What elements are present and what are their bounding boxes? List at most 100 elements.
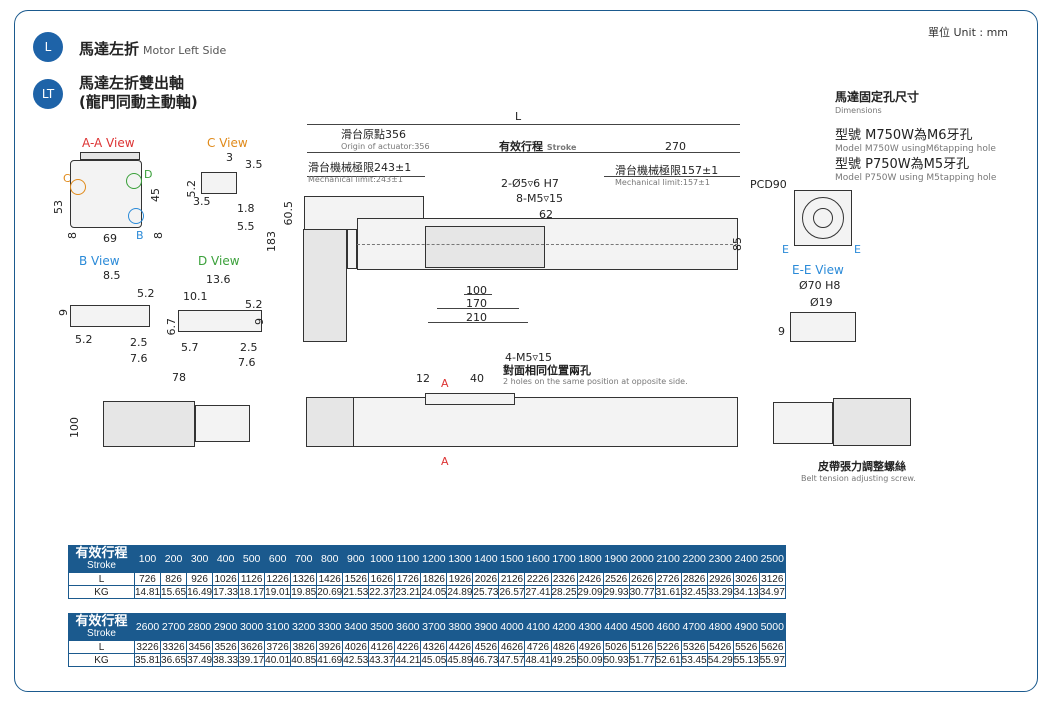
table-cell: 46.73 xyxy=(472,653,500,667)
stroke-value-cell: 2800 xyxy=(186,613,214,641)
bottom-holes: 4-M5▿15 xyxy=(505,351,552,364)
stroke-value-cell: 1700 xyxy=(550,545,578,573)
ee-view-dim-9: 9 xyxy=(778,325,785,338)
section-badge-l: L xyxy=(33,32,63,62)
table-cell: 41.69 xyxy=(316,653,344,667)
table-cell: 4026 xyxy=(342,640,370,654)
table-cell: 926 xyxy=(186,572,214,586)
stroke-value-cell: 2400 xyxy=(732,545,760,573)
table-cell: 2226 xyxy=(524,572,552,586)
ee-view-dim-19: Ø19 xyxy=(810,296,833,309)
c-view-dim-5-5: 5.5 xyxy=(237,220,255,233)
d-view-dim-5-2: 5.2 xyxy=(245,298,263,311)
table-cell: 2026 xyxy=(472,572,500,586)
table-cell: 50.93 xyxy=(602,653,630,667)
table-cell: 43.37 xyxy=(368,653,396,667)
bottom-left-motor xyxy=(103,401,195,447)
stroke-value-cell: 1200 xyxy=(420,545,448,573)
stroke-value-cell: 600 xyxy=(264,545,292,573)
table-cell: 45.89 xyxy=(446,653,474,667)
table-cell: 25.73 xyxy=(472,585,500,599)
table-cell: 40.01 xyxy=(264,653,292,667)
table-cell: 826 xyxy=(160,572,188,586)
unit-label: 單位 Unit : mm xyxy=(928,26,1009,39)
stroke-value-cell: 400 xyxy=(212,545,240,573)
table-cell: 47.57 xyxy=(498,653,526,667)
slide-table xyxy=(425,226,545,268)
aa-view-dim-8a: 8 xyxy=(66,232,79,239)
table-cell: 54.29 xyxy=(706,653,734,667)
belt-label: 皮帶張力調整螺絲 xyxy=(818,460,906,473)
table-cell: 2126 xyxy=(498,572,526,586)
c-view-dim-3-5a: 3.5 xyxy=(245,158,263,171)
stroke-value-cell: 3900 xyxy=(472,613,500,641)
table-cell: 3026 xyxy=(732,572,760,586)
table-cell: 3126 xyxy=(758,572,786,586)
table-cell: 4926 xyxy=(576,640,604,654)
table-cell: 42.53 xyxy=(342,653,370,667)
d-view-dim-13-6: 13.6 xyxy=(206,273,231,286)
table-cell: 1126 xyxy=(238,572,266,586)
table-cell: 44.21 xyxy=(394,653,422,667)
table-cell: 26.57 xyxy=(498,585,526,599)
stroke-value-cell: 5000 xyxy=(758,613,786,641)
stroke-value-cell: 500 xyxy=(238,545,266,573)
b-view-dim-9: 9 xyxy=(57,309,70,316)
table-cell: 2926 xyxy=(706,572,734,586)
stroke-value-cell: 1600 xyxy=(524,545,552,573)
table-cell: 55.97 xyxy=(758,653,786,667)
section-badge-lt: LT xyxy=(33,79,63,109)
bottom-dim-78: 78 xyxy=(172,371,186,384)
stroke-value-cell: 700 xyxy=(290,545,318,573)
table-cell: 5226 xyxy=(654,640,682,654)
table-cell: 1326 xyxy=(290,572,318,586)
table-cell: 5526 xyxy=(732,640,760,654)
aa-view-dim-69: 69 xyxy=(103,232,117,245)
main-dim-85: 85 xyxy=(731,237,744,251)
table-cell: 19.85 xyxy=(290,585,318,599)
table-cell: 27.41 xyxy=(524,585,552,599)
table-cell: 19.01 xyxy=(264,585,292,599)
main-dim-60-5: 60.5 xyxy=(282,201,295,226)
aa-view-mark-d: D xyxy=(144,168,153,181)
table-cell: 1526 xyxy=(342,572,370,586)
table-cell: 16.49 xyxy=(186,585,214,599)
stroke-header-en: Stroke xyxy=(87,560,116,571)
table-cell: 45.05 xyxy=(420,653,448,667)
b-view-slot xyxy=(70,305,150,327)
d-view-slot xyxy=(178,310,262,332)
stroke-value-cell: 3200 xyxy=(290,613,318,641)
c-view-dim-1-8: 1.8 xyxy=(237,202,255,215)
stroke-value-cell: 2600 xyxy=(133,613,162,641)
d-view-dim-10-1: 10.1 xyxy=(183,290,208,303)
stroke-value-cell: 3100 xyxy=(264,613,292,641)
table-cell: 28.25 xyxy=(550,585,578,599)
main-origin: 滑台原點356 xyxy=(341,128,406,141)
b-view-dim-5-2a: 5.2 xyxy=(137,287,155,300)
table-cell: 15.65 xyxy=(160,585,188,599)
bottom-mark-a-bottom: A xyxy=(441,455,449,468)
table-cell: 4626 xyxy=(498,640,526,654)
d-view-dim-2-5: 2.5 xyxy=(240,341,258,354)
b-view-dim-5-2b: 5.2 xyxy=(75,333,93,346)
main-dim-210: 210 xyxy=(466,311,487,324)
stroke-value-cell: 1400 xyxy=(472,545,500,573)
table-cell: 4526 xyxy=(472,640,500,654)
stroke-value-cell: 2100 xyxy=(654,545,682,573)
table-cell: 1026 xyxy=(212,572,240,586)
aa-view-top-cap xyxy=(80,152,140,160)
table-cell: 40.85 xyxy=(290,653,318,667)
section-title-lt-line1: 馬達左折雙出軸 xyxy=(79,74,185,92)
stroke-value-cell: 4600 xyxy=(654,613,682,641)
main-hole-2: 8-M5▿15 xyxy=(516,192,563,205)
bottom-dim-12: 12 xyxy=(416,372,430,385)
main-dim-170: 170 xyxy=(466,297,487,310)
stroke-value-cell: 4300 xyxy=(576,613,604,641)
table-cell: 53.45 xyxy=(680,653,708,667)
c-view-dim-3: 3 xyxy=(226,151,233,164)
stroke-value-cell: 4500 xyxy=(628,613,656,641)
